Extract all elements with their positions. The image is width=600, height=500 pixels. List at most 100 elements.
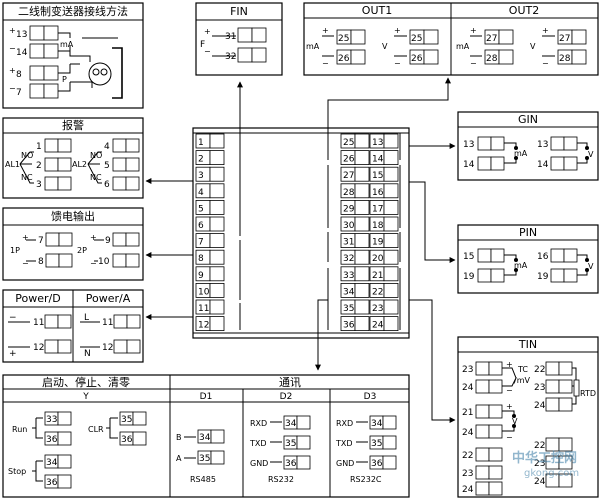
svg-text:GND: GND <box>336 459 354 468</box>
main-terminal-24: 24 <box>369 316 399 332</box>
svg-text:NO: NO <box>90 151 102 160</box>
svg-text:D2: D2 <box>280 392 293 402</box>
svg-text:15: 15 <box>463 252 474 262</box>
svg-text:14: 14 <box>372 155 384 165</box>
svg-text:11: 11 <box>33 318 44 328</box>
out-panel: OUT1 OUT2 25 26 mA + − 25 26 V + − 27 28… <box>303 2 599 76</box>
two-wire-title: 二线制变送器接线方法 <box>18 4 128 18</box>
svg-text:Y: Y <box>82 392 89 402</box>
svg-text:mA: mA <box>60 40 74 49</box>
svg-text:mA: mA <box>514 261 528 270</box>
svg-text:8: 8 <box>198 254 204 264</box>
svg-text:GND: GND <box>250 459 268 468</box>
svg-text:19: 19 <box>463 272 475 282</box>
svg-text:35: 35 <box>285 439 296 449</box>
svg-text:−: − <box>204 47 211 56</box>
svg-text:2: 2 <box>198 155 204 165</box>
out1-title: OUT1 <box>362 4 392 17</box>
svg-text:+: + <box>470 26 477 35</box>
svg-text:Run: Run <box>12 425 27 434</box>
connector-arrows <box>145 77 456 423</box>
svg-text:−: − <box>394 59 401 68</box>
svg-text:F: F <box>200 40 205 50</box>
svg-text:CLR: CLR <box>88 425 104 434</box>
svg-text:−: − <box>506 433 513 442</box>
svg-text:17: 17 <box>372 204 383 214</box>
power-panel: Power/D Power/A 11 12 11 12 − + L N <box>2 289 144 363</box>
svg-text:13: 13 <box>537 140 548 150</box>
main-terminal-32: 32 <box>340 249 370 265</box>
alarm-panel: 报警 1 2 3 4 5 6 AL1 AL2 NO NC NO NC <box>2 117 144 199</box>
main-terminal-36: 36 <box>340 316 370 332</box>
svg-text:35: 35 <box>121 415 132 425</box>
transmitter-icon <box>88 62 112 86</box>
svg-text:36: 36 <box>46 435 58 445</box>
pin-title: PIN <box>519 226 537 239</box>
svg-text:24: 24 <box>462 428 474 438</box>
two-wire-terminal-14: 14 <box>16 43 59 59</box>
svg-text:23: 23 <box>462 469 473 479</box>
svg-text:中华工控网: 中华工控网 <box>512 450 577 466</box>
svg-text:9: 9 <box>198 271 204 281</box>
svg-text:−: − <box>322 59 329 68</box>
svg-text:TXD: TXD <box>249 439 267 448</box>
svg-text:25: 25 <box>411 34 422 44</box>
svg-text:34: 34 <box>343 287 355 297</box>
main-terminal-23: 23 <box>369 299 399 315</box>
svg-text:28: 28 <box>559 54 571 64</box>
main-terminal-1: 1 <box>195 133 225 149</box>
svg-text:−: − <box>542 59 549 68</box>
two-wire-terminal-13: 13 <box>16 25 59 41</box>
svg-text:22: 22 <box>534 365 545 375</box>
svg-text:RXD: RXD <box>250 419 267 428</box>
svg-text:14: 14 <box>463 160 475 170</box>
svg-text:3: 3 <box>36 180 42 190</box>
svg-text:11: 11 <box>102 318 113 328</box>
comm-title: 通讯 <box>279 376 301 389</box>
fin-title: FIN <box>230 5 248 18</box>
svg-text:RS232C: RS232C <box>350 475 382 484</box>
svg-text:19: 19 <box>372 238 384 248</box>
svg-text:+: + <box>9 349 17 359</box>
svg-text:4: 4 <box>198 188 204 198</box>
main-terminal-21: 21 <box>369 266 399 282</box>
svg-text:33: 33 <box>46 415 57 425</box>
svg-text:23: 23 <box>534 383 545 393</box>
svg-text:RS485: RS485 <box>190 475 216 484</box>
svg-text:+: + <box>90 233 97 242</box>
svg-text:V: V <box>512 417 518 426</box>
svg-text:22: 22 <box>534 441 545 451</box>
svg-text:1: 1 <box>198 138 204 148</box>
svg-text:+: + <box>394 26 401 35</box>
svg-text:14: 14 <box>16 48 28 58</box>
svg-text:36: 36 <box>121 435 133 445</box>
power-a-title: Power/A <box>86 292 131 305</box>
main-terminal-33: 33 <box>340 266 370 282</box>
svg-text:35: 35 <box>199 454 210 464</box>
svg-text:TXD: TXD <box>335 439 353 448</box>
svg-text:32: 32 <box>343 254 354 264</box>
svg-text:21: 21 <box>462 408 473 418</box>
svg-text:1P: 1P <box>10 246 20 255</box>
svg-text:34: 34 <box>199 433 211 443</box>
svg-text:−: − <box>506 386 513 395</box>
main-terminal-28: 28 <box>340 183 370 199</box>
main-terminal-29: 29 <box>340 199 370 215</box>
svg-text:NC: NC <box>90 173 102 182</box>
main-terminal-12: 12 <box>195 316 225 332</box>
svg-text:7: 7 <box>38 236 44 246</box>
svg-text:36: 36 <box>371 459 383 469</box>
svg-text:P: P <box>62 75 67 84</box>
svg-text:V: V <box>588 150 594 159</box>
svg-text:+: + <box>9 26 16 35</box>
svg-text:35: 35 <box>343 304 354 314</box>
svg-text:30: 30 <box>343 221 355 231</box>
svg-text:23: 23 <box>372 304 383 314</box>
svg-text:16: 16 <box>537 252 549 262</box>
main-terminal-15: 15 <box>369 166 399 182</box>
svg-text:27: 27 <box>559 34 570 44</box>
svg-text:+: + <box>322 26 329 35</box>
two-wire-panel: 二线制变送器接线方法 13 14 8 7 + − + − mA P <box>2 2 144 109</box>
svg-text:34: 34 <box>46 458 58 468</box>
